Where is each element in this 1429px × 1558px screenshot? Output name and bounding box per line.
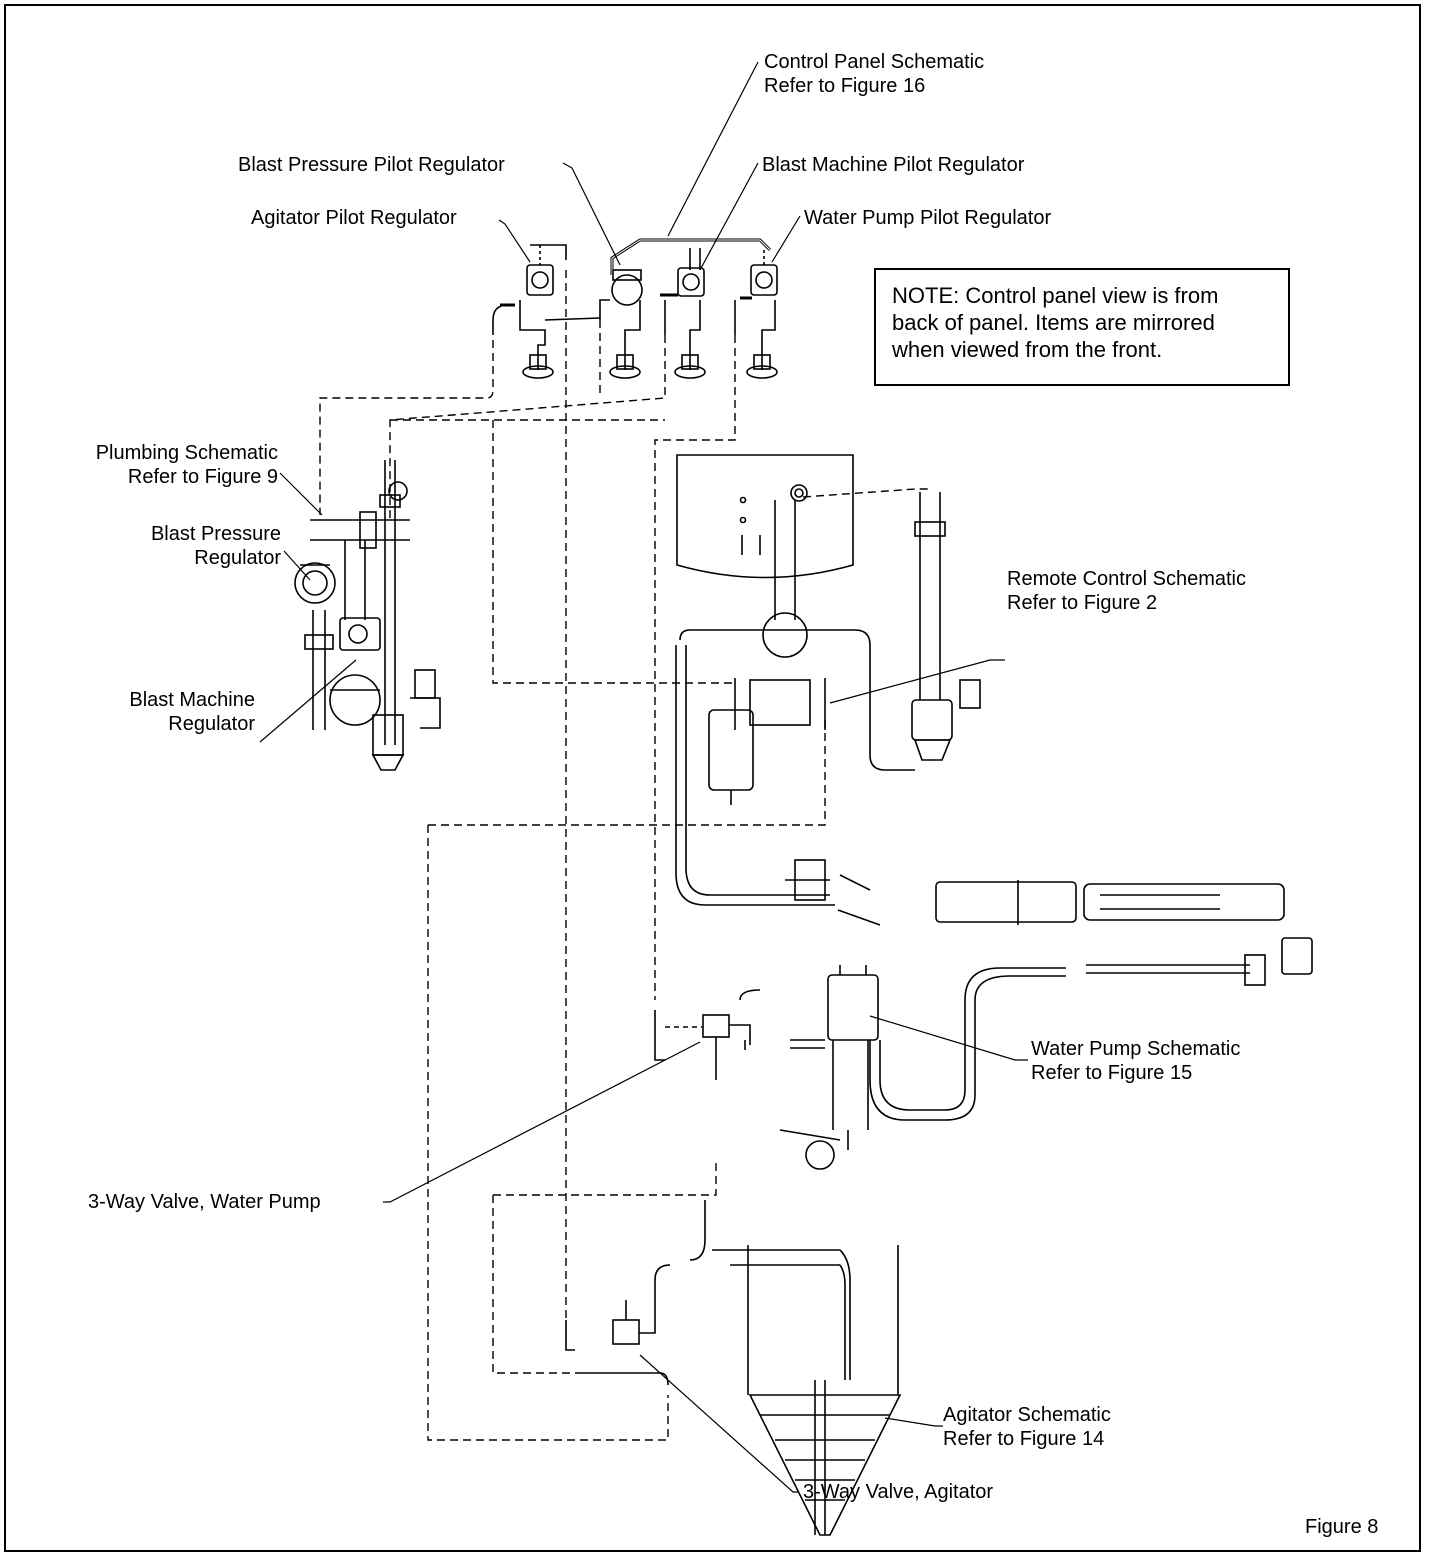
- remote-control-handles: [785, 859, 1313, 1121]
- pneumatic-dashed-lines: [319, 270, 930, 1441]
- water-pump-assembly: [779, 965, 879, 1170]
- figure-number: Figure 8: [1305, 1516, 1379, 1538]
- figure-border: [4, 4, 1421, 1552]
- three-way-valve-agitator-label: 3-Way Valve, Agitator: [803, 1481, 994, 1503]
- three-way-valve-water-pump: [654, 989, 761, 1080]
- three-way-valve-water-pump-label: 3-Way Valve, Water Pump: [88, 1191, 321, 1213]
- control-panel-assembly: [492, 238, 778, 379]
- water-pump-pilot-regulator-label: Water Pump Pilot Regulator: [804, 207, 1052, 229]
- agitator-pilot-regulator-label: Agitator Pilot Regulator: [251, 207, 457, 229]
- three-way-valve-agitator: [565, 1200, 706, 1386]
- leader-lines: [259, 61, 1028, 1493]
- blast-machine-pilot-regulator-label: Blast Machine Pilot Regulator: [762, 154, 1025, 176]
- blast-machine-assembly: [675, 454, 981, 906]
- plumbing-assembly: [294, 460, 441, 771]
- blast-pressure-pilot-regulator-label: Blast Pressure Pilot Regulator: [238, 154, 505, 176]
- agitator-hopper: [712, 1245, 902, 1536]
